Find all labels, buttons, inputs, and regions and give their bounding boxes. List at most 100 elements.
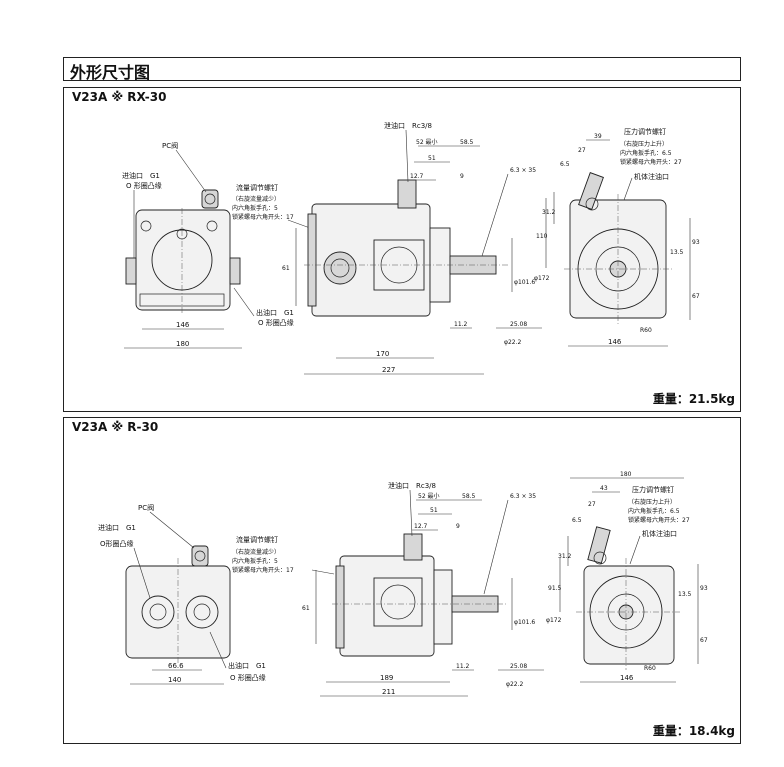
side-view — [304, 179, 508, 317]
pressure-note-3: 锁紧螺母六角开头：27 — [620, 158, 682, 166]
body-port-label: 机体注油口 — [634, 172, 669, 181]
dim-dia172: φ172 — [546, 617, 562, 624]
dim-9: 9 — [460, 173, 464, 180]
dim-180: 180 — [620, 471, 632, 478]
dim-dia22-2: φ22.2 — [506, 681, 524, 688]
page-title: 外形尺寸图 — [70, 63, 151, 82]
rear-view — [125, 189, 241, 314]
dim-11-2: 11.2 — [454, 321, 468, 328]
outlet-label: 出油口 G1 — [256, 308, 294, 317]
pressure-note-1: （右旋压力上升） — [620, 140, 668, 148]
dim-61: 61 — [302, 605, 310, 612]
dim-146-front: 146 — [608, 338, 622, 346]
dim-91-5: 91.5 — [548, 585, 562, 592]
weight-label: 重量：21.5kg — [652, 392, 735, 406]
flow-screw-label: 流量调节螺钉 — [236, 183, 278, 192]
dim-93: 93 — [692, 239, 700, 246]
dim-11-2: 11.2 — [456, 663, 470, 670]
dim-25-08: 25.08 — [510, 663, 527, 670]
dim-51: 51 — [430, 507, 438, 514]
flow-note-2: 内六角扳手孔：5 — [232, 204, 278, 212]
dim-227: 227 — [382, 366, 395, 374]
panel-rx30: V23A ※ RX-30 PC阀 进油口 G1 O 形圈凸缘 出油口 G1 — [63, 87, 741, 412]
front-view — [564, 172, 672, 324]
key-dim: 6.3 × 35 — [510, 493, 536, 500]
dim-r60: R60 — [640, 327, 652, 334]
dim-67: 67 — [700, 637, 708, 644]
dim-43: 43 — [600, 485, 608, 492]
dim-61: 61 — [282, 265, 290, 272]
dim-51: 51 — [428, 155, 436, 162]
dim-66-6: 66.6 — [168, 662, 184, 670]
key-dim: 6.3 × 35 — [510, 167, 536, 174]
dim-27: 27 — [578, 147, 586, 154]
dim-146-front: 146 — [620, 674, 634, 682]
dim-67: 67 — [692, 293, 700, 300]
dim-dia22-2: φ22.2 — [504, 339, 522, 346]
dim-140: 140 — [168, 676, 181, 684]
inlet-flange-label: O 形圈凸缘 — [126, 181, 162, 190]
dim-146: 146 — [176, 321, 190, 329]
dim-58-5: 58.5 — [462, 493, 476, 500]
dim-31-2: 31.2 — [542, 209, 556, 216]
pressure-note-2: 内六角扳手孔：6.5 — [620, 149, 672, 157]
dim-27: 27 — [588, 501, 596, 508]
dim-dia172: φ172 — [534, 275, 550, 282]
dim-52min: 52 最小 — [416, 138, 438, 146]
flow-screw-label: 流量调节螺钉 — [236, 535, 278, 544]
dim-12-7: 12.7 — [410, 173, 424, 180]
dim-dia101-6: φ101.6 — [514, 619, 535, 626]
flow-note-1: （右旋流量减少） — [232, 195, 280, 203]
dim-211: 211 — [382, 688, 395, 696]
dim-6-5: 6.5 — [560, 161, 570, 168]
front-view — [576, 526, 680, 670]
pressure-note-1: （右旋压力上升） — [628, 498, 676, 506]
outlet-flange-label: O 形圈凸缘 — [258, 318, 294, 327]
inlet-label: 进油口 G1 — [98, 523, 136, 532]
inlet-label: 进油口 G1 — [122, 171, 160, 180]
flow-note-2: 内六角扳手孔：5 — [232, 557, 278, 565]
outlet-flange-label: O 形圈凸缘 — [230, 673, 266, 682]
flow-note-1: （右旋流量减少） — [232, 548, 280, 556]
dim-93: 93 — [700, 585, 708, 592]
panel-r30: V23A ※ R-30 PC阀 进油口 G1 O形圈凸缘 出油口 G1 O 形圈… — [63, 417, 741, 744]
pressure-screw-label: 压力调节螺钉 — [624, 127, 666, 136]
dim-170: 170 — [376, 350, 389, 358]
dim-r60: R60 — [644, 665, 656, 672]
rear-view — [125, 545, 231, 664]
dim-6-5: 6.5 — [572, 517, 582, 524]
drawing-rx30: PC阀 进油口 G1 O 形圈凸缘 出油口 G1 O 形圈凸缘 146 180 … — [122, 121, 700, 375]
dim-13-5: 13.5 — [678, 591, 692, 598]
drawing-r30: PC阀 进油口 G1 O形圈凸缘 出油口 G1 O 形圈凸缘 66.6 140 … — [98, 471, 708, 697]
pressure-screw-label: 压力调节螺钉 — [632, 485, 674, 494]
dim-39: 39 — [594, 133, 602, 140]
inlet-flange-label: O形圈凸缘 — [100, 539, 134, 548]
dim-25-08: 25.08 — [510, 321, 527, 328]
body-port-label: 机体注油口 — [642, 529, 677, 538]
model-label: V23A ※ RX-30 — [72, 90, 167, 104]
outlet-label: 出油口 G1 — [228, 661, 266, 670]
dim-58-5: 58.5 — [460, 139, 474, 146]
weight-label: 重量：18.4kg — [652, 724, 735, 738]
dim-110: 110 — [536, 233, 548, 240]
dim-dia101-6: φ101.6 — [514, 279, 535, 286]
dim-189: 189 — [380, 674, 393, 682]
dim-52min: 52 最小 — [418, 492, 440, 500]
flow-note-3: 锁紧螺母六角开头：17 — [232, 566, 294, 574]
model-label: V23A ※ R-30 — [72, 420, 159, 434]
flow-note-3: 锁紧螺母六角开头：17 — [232, 213, 294, 221]
pressure-note-3: 锁紧螺母六角开头：27 — [628, 516, 690, 524]
pc-valve-label: PC阀 — [162, 141, 178, 150]
dim-13-5: 13.5 — [670, 249, 684, 256]
dim-12-7: 12.7 — [414, 523, 428, 530]
pressure-note-2: 内六角扳手孔：6.5 — [628, 507, 680, 515]
dim-180: 180 — [176, 340, 189, 348]
dim-31-2: 31.2 — [558, 553, 572, 560]
drain-label: 泄油口 Rc3/8 — [384, 121, 432, 130]
title-bar: 外形尺寸图 — [63, 57, 741, 82]
pc-valve-label: PC阀 — [138, 503, 154, 512]
side-view — [332, 533, 508, 657]
drain-label: 泄油口 Rc3/8 — [388, 481, 436, 490]
dim-9: 9 — [456, 523, 460, 530]
